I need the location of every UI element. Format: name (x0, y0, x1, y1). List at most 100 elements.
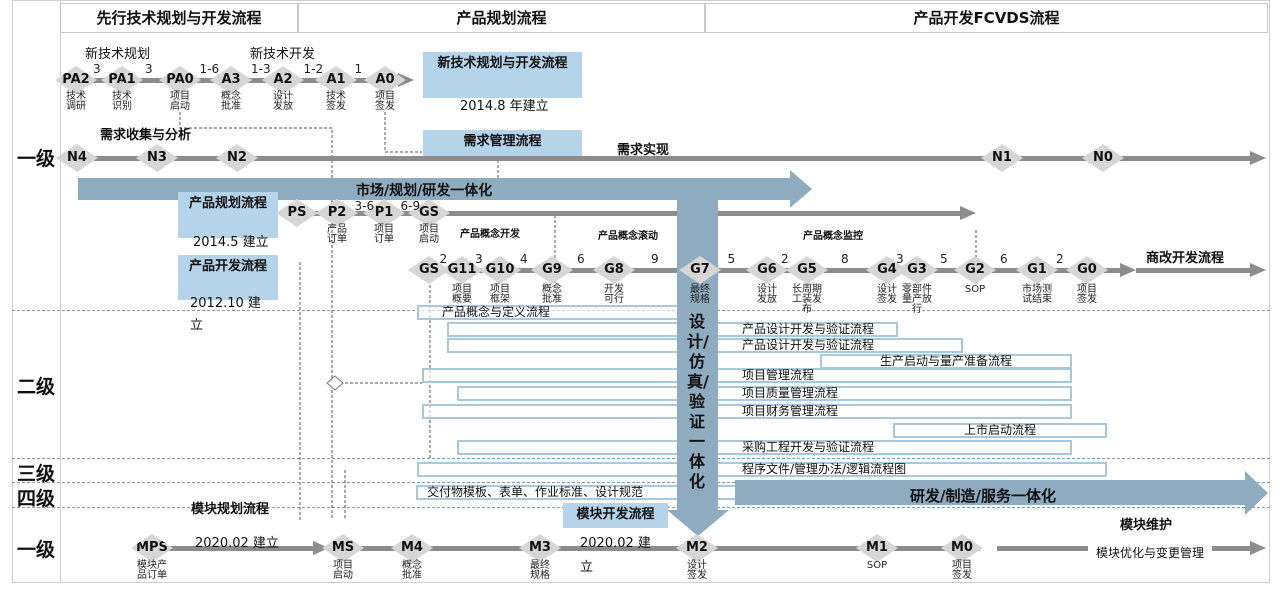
milestone-description: 概念批准 (221, 91, 241, 112)
duration-label: 2 (1056, 252, 1064, 266)
milestone-description: 长周期工装发布 (792, 284, 822, 315)
level2-bar[interactable]: 项目管理流程 (422, 368, 1072, 383)
level2-bar[interactable]: 项目质量管理流程 (457, 386, 1072, 401)
tech-box-title: 新技术规划与开发流程 (437, 56, 568, 71)
module-plan-date: 2020.02 建立 (195, 536, 279, 551)
level3-bar[interactable]: 程序文件/管理办法/逻辑流程图 (417, 462, 1107, 477)
milestone-description: 项目启动 (170, 91, 190, 112)
demand-collect-label: 需求收集与分析 (100, 128, 192, 143)
duration-label: 2 (439, 252, 448, 266)
milestone-description: 最终规格 (690, 284, 710, 305)
rd-integration-label: 研发/制造/服务一体化 (910, 487, 1056, 505)
duration-label: 1-6 (199, 62, 220, 76)
header-fcvds: 产品开发FCVDS流程 (705, 3, 1268, 33)
header-tech-planning: 先行技术规划与开发流程 (60, 3, 298, 33)
market-arrowhead (790, 170, 812, 208)
design-integration-label: 设计/仿真/验证一体化 (687, 312, 709, 491)
duration-label: 3 (93, 62, 101, 76)
milestone-description: 模块产品订单 (137, 560, 167, 581)
milestone-description: SOP (866, 560, 888, 571)
product-dev-box: 产品开发流程 (178, 255, 278, 300)
milestone-description: 概念批准 (402, 560, 422, 581)
milestone-description: 项目启动 (333, 560, 353, 581)
product-planning-title: 产品规划流程 (188, 196, 267, 211)
milestone-description: 项目签发 (952, 560, 972, 581)
demand-realize-label: 需求实现 (617, 143, 670, 158)
retrofit-timeline (1136, 268, 1252, 273)
product-dev-title: 产品开发流程 (188, 259, 267, 274)
phase-concept-monitor: 产品概念监控 (803, 231, 863, 242)
milestone-description: 项目订单 (374, 224, 394, 245)
duration-label: 9 (651, 252, 659, 266)
module-timeline-dev (330, 546, 980, 551)
milestone-description: 设计发放 (273, 91, 293, 112)
duration-label: 6-9 (400, 199, 421, 213)
gate-arrowhead (1120, 263, 1136, 277)
milestone-description: 最终规格 (530, 560, 550, 581)
header-product-planning: 产品规划流程 (298, 3, 705, 33)
level2-bar[interactable]: 上市启动流程 (893, 423, 1107, 438)
market-integration-label: 市场/规划/研发一体化 (356, 183, 493, 199)
level-column-divider (60, 0, 61, 583)
module-arrowhead (1250, 541, 1266, 555)
level-4-label: 四级 (16, 488, 55, 510)
product-planning-box: 产品规划流程 (178, 192, 278, 238)
phase-concept-dev: 产品概念开发 (460, 229, 520, 240)
level-2-label: 二级 (16, 376, 55, 398)
demand-timeline (62, 156, 1252, 161)
tech-plan-label: 新技术规划 (85, 47, 151, 62)
milestone-description: 技术签发 (326, 91, 346, 112)
milestone-description: 设计签发 (877, 284, 897, 305)
module-timeline (150, 546, 315, 551)
milestone-description: SOP (964, 284, 986, 295)
planning-arrowhead (960, 206, 976, 220)
module-dev-box: 模块开发流程 (563, 503, 668, 528)
milestone-description: 设计发放 (757, 284, 777, 305)
tech-box-date: 2014.8 年建立 (460, 99, 549, 114)
frame (12, 0, 1270, 583)
level-1-module-label: 一级 (16, 539, 55, 561)
module-plan-title: 模块规划流程 (190, 502, 269, 517)
tech-arrowhead (398, 73, 414, 87)
duration-label: 6 (577, 252, 585, 266)
retrofit-arrowhead (1250, 263, 1266, 277)
separator (12, 458, 1270, 459)
module-maint-label: 模块维护 (1120, 518, 1173, 533)
duration-label: 8 (841, 252, 849, 266)
duration-label: 3-6 (354, 199, 375, 213)
product-planning-date: 2014.5 建立 (193, 235, 269, 250)
duration-label: 2 (781, 252, 789, 266)
milestone-description: 技术调研 (66, 91, 86, 112)
level2-bar[interactable]: 产品概念与定义流程 (417, 305, 717, 320)
milestone-description: 项目概要 (452, 284, 472, 305)
milestone-description: 概念批准 (542, 284, 562, 305)
tech-dev-label: 新技术开发 (250, 47, 316, 62)
milestone-description: 零部件量产放行 (902, 284, 932, 315)
milestone-description: 项目启动 (419, 224, 439, 245)
level2-bar[interactable]: 项目财务管理流程 (422, 404, 1072, 419)
module-dev-date: 2020.02 建立 (580, 536, 651, 575)
duration-label: 5 (940, 252, 948, 266)
retrofit-process-label: 商改开发流程 (1146, 251, 1225, 266)
duration-label: 6 (1000, 252, 1008, 266)
module-maint-sub: 模块优化与变更管理 (1088, 546, 1212, 561)
milestone-description: 项目签发 (1077, 284, 1097, 305)
duration-label: 3 (896, 252, 904, 266)
level-3-label: 三级 (16, 463, 55, 485)
design-integration-arrow (677, 200, 718, 512)
module-plan-arrowhead (313, 541, 329, 555)
milestone-description: 开发可行 (604, 284, 624, 305)
duration-label: 3 (475, 252, 483, 266)
milestone-description: 项目框架 (490, 284, 510, 305)
level-1-label: 一级 (16, 148, 55, 170)
rd-integration-arrow (735, 480, 1247, 505)
duration-label: 1-2 (303, 62, 324, 76)
duration-label: 3 (145, 62, 153, 76)
tech-process-box: 新技术规划与开发流程 (423, 52, 582, 98)
level2-bar[interactable]: 生产启动与量产准备流程 (820, 354, 1072, 369)
level2-bar[interactable]: 产品设计开发与验证流程 (447, 322, 898, 337)
level2-bar[interactable]: 采购工程开发与验证流程 (457, 440, 1072, 455)
design-arrowhead (667, 510, 729, 536)
demand-arrowhead (1250, 151, 1266, 165)
duration-label: 5 (727, 252, 736, 266)
